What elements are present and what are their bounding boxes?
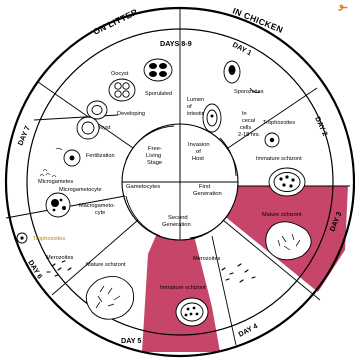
label-lumen-2: of <box>187 104 192 110</box>
inner-free-living-1: Free- <box>148 146 162 152</box>
mature-schizont-left-drawing <box>86 276 133 319</box>
label-trophozoites-left: Trophozoites <box>33 236 65 242</box>
inner-invasion-1: Invasion <box>188 142 210 148</box>
inner-invasion-3: Host <box>192 156 204 162</box>
immature-schizont-right-drawing <box>269 168 305 196</box>
developing-oocyst-drawing <box>87 101 107 119</box>
inner-invasion-2: of <box>196 149 201 155</box>
band-in-chicken: IN CHICKEN <box>231 6 284 35</box>
day-label-4: DAY 4 <box>237 321 259 339</box>
inner-free-living-2: Living <box>146 153 161 159</box>
label-fertilization: Fertilization <box>86 153 115 159</box>
label-cecal-2: cecal <box>242 118 255 124</box>
inner-first-gen-2: Generation <box>193 191 222 197</box>
fertilization-drawing <box>56 148 80 166</box>
label-cyte: cyte <box>95 210 105 216</box>
gametocyte-drawing <box>46 193 70 217</box>
inner-free-living-3: Stage <box>147 160 162 166</box>
inner-second-gen-1: Second <box>168 215 188 221</box>
inner-gametocytes: Gametocytes <box>126 184 160 190</box>
sporulated-oocyst-drawing <box>144 59 172 81</box>
label-oocyst-top: Oocyst <box>111 71 129 77</box>
day-label-2: DAY 2 <box>313 115 330 137</box>
day-label-8-9: DAYS 8-9 <box>160 39 192 48</box>
lumen-cell-drawing <box>203 104 221 132</box>
microgametes-drawing <box>40 170 56 178</box>
day-label-5: DAY 5 <box>121 336 141 345</box>
oocyst-round-drawing <box>77 117 99 139</box>
label-immature-schizont-right: Immature schizont <box>256 156 302 162</box>
trophozoites-left-drawing <box>17 233 27 243</box>
corner-mark: ـو <box>338 0 348 11</box>
label-merozoites-bottom: Merozoites <box>193 256 221 262</box>
oocyst-quad-drawing <box>109 79 135 101</box>
label-mature-schizont-left: Mature schizont <box>86 262 126 268</box>
label-microgametocyte: Microgametocyte <box>59 187 102 193</box>
sporozoites-drawing <box>224 61 260 93</box>
label-lumen-1: Lumen <box>187 97 204 103</box>
label-merozoites-left: Merozoites <box>46 255 74 261</box>
label-macrogameto: Macrogameto- <box>79 203 115 209</box>
day-label-7: DAY 7 <box>16 124 32 146</box>
label-cecal-4: 2-18 hrs. <box>238 132 261 138</box>
inner-first-gen-1: First <box>199 184 211 190</box>
label-sporulated: Sporulated <box>145 91 172 97</box>
day-label-1: DAY 1 <box>231 40 253 58</box>
label-microgametes: Microgametes <box>38 179 73 185</box>
immature-schizont-bottom-drawing <box>176 298 208 326</box>
label-cecal-3: cells <box>240 125 251 131</box>
label-mature-schizont-right: Mature schizont <box>262 212 302 218</box>
label-trophozoites-right: Trophozoites <box>263 120 295 126</box>
band-on-litter: ON LITTER <box>91 7 139 37</box>
label-immature-schizont-bottom: Immature schizont <box>160 285 206 291</box>
inner-second-gen-2: Generation <box>162 222 191 228</box>
merozoites-bottom-drawing <box>222 264 255 282</box>
label-cecal-1: In <box>242 111 247 117</box>
label-developing: Developing <box>117 111 145 117</box>
trophozoites-right-drawing <box>265 133 279 147</box>
